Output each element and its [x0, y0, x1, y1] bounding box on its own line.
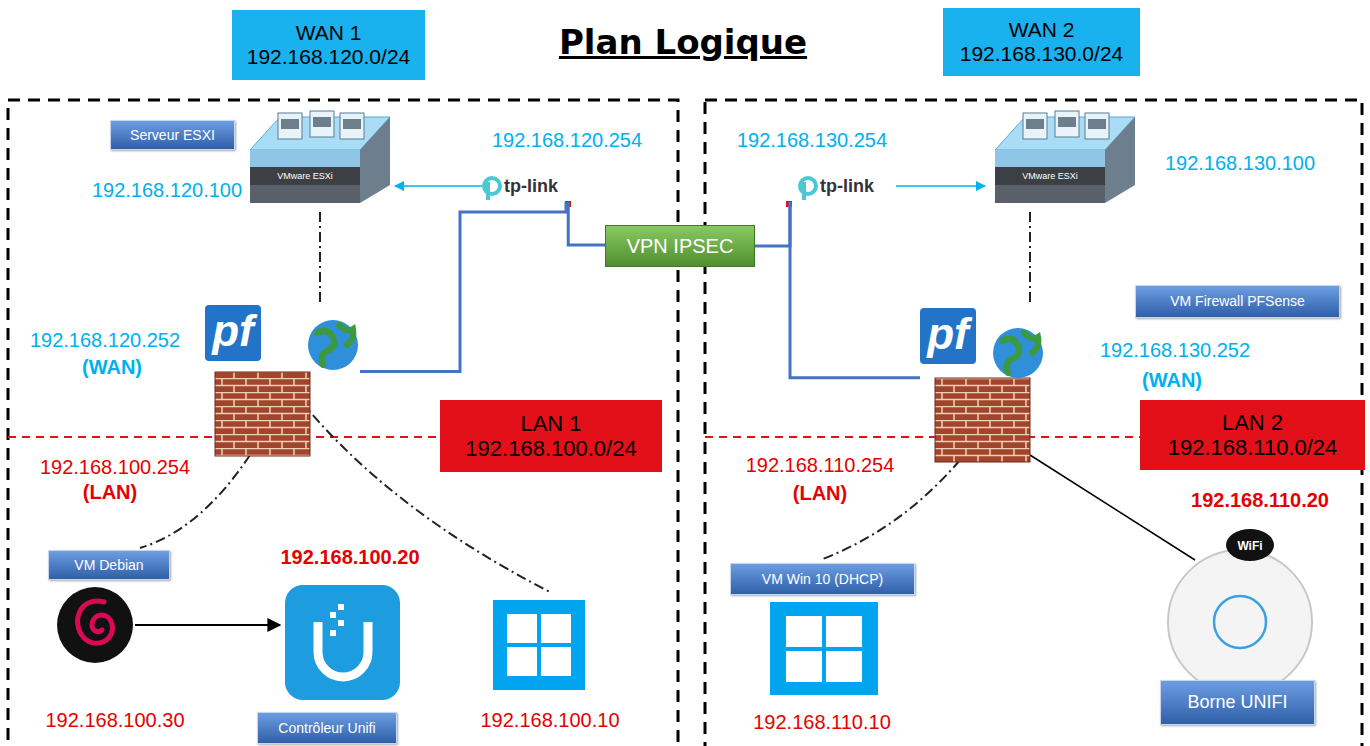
- ip-address: 192.168.100.10: [480, 709, 619, 731]
- ip-address: 192.168.110.20: [1191, 489, 1329, 511]
- unifi-controller-icon: [285, 585, 400, 700]
- node-text: VM Firewall PFSense: [1170, 293, 1305, 309]
- tag-box: VM Firewall PFSense: [1135, 285, 1340, 318]
- wan-box: WAN 1192.168.120.0/24: [232, 10, 425, 80]
- pfsense-firewall: pf: [205, 305, 360, 375]
- node-text: VMware ESXi: [250, 167, 360, 185]
- node-text: VM Debian: [74, 557, 143, 573]
- ap-cable: [1030, 455, 1195, 560]
- server-icon: [240, 105, 395, 210]
- label-anchor: 192.168.130.254: [737, 129, 887, 152]
- router-logo: tp-link: [786, 170, 896, 202]
- ip-address: 192.168.120.100: [92, 179, 242, 201]
- ip-address: 192.168.130.252: [1100, 339, 1250, 361]
- node-text: WAN 1: [296, 21, 362, 45]
- ip-address: 192.168.120.252: [30, 329, 180, 351]
- virtual-link: [140, 212, 1030, 592]
- label-anchor: (LAN): [83, 481, 137, 504]
- site-region: [705, 100, 1362, 746]
- node-text: tp-link: [504, 170, 558, 202]
- ip-address: 192.168.100.30: [45, 709, 184, 731]
- service-arrow: [135, 624, 280, 626]
- wan-box: WAN 2192.168.130.0/24: [943, 8, 1140, 76]
- esxi-server: VMware ESXi: [985, 105, 1140, 210]
- network-link: [755, 202, 790, 246]
- label-anchor: 192.168.100.254: [40, 456, 190, 479]
- network-link: [360, 202, 566, 372]
- lan-box: LAN 1192.168.100.0/24: [440, 400, 662, 472]
- node-text: LAN 2: [1222, 410, 1283, 435]
- label-anchor: (LAN): [793, 482, 847, 505]
- site-region: [8, 100, 678, 746]
- ip-address: 192.168.130.100: [1165, 152, 1315, 174]
- node-text: 192.168.120.0/24: [247, 45, 411, 69]
- server-icon: [985, 105, 1140, 210]
- network-link: [568, 202, 605, 245]
- tag-box: VM Win 10 (DHCP): [730, 563, 915, 595]
- ip-address: 192.168.130.254: [737, 129, 887, 151]
- label-anchor: 192.168.100.10: [480, 709, 619, 732]
- node-text: VMware ESXi: [995, 167, 1105, 185]
- esxi-server: VMware ESXi: [240, 105, 395, 210]
- router-logo: tp-link: [482, 170, 570, 202]
- label-anchor: 192.168.110.254: [746, 454, 895, 477]
- label-anchor: 192.168.100.30: [45, 709, 184, 732]
- ip-address: 192.168.110.254: [746, 454, 895, 476]
- node-text: LAN 1: [520, 411, 581, 436]
- node-text: Contrôleur Unifi: [278, 720, 375, 736]
- node-text: Serveur ESXI: [130, 127, 215, 143]
- node-text: 192.168.110.0/24: [1168, 435, 1338, 460]
- label-anchor: 192.168.130.100: [1165, 152, 1315, 175]
- tag-box: Serveur ESXI: [110, 120, 235, 150]
- page-title: Plan Logique: [559, 22, 807, 62]
- node-text: Borne UNIFI: [1187, 692, 1287, 713]
- label-anchor: 192.168.130.252: [1100, 339, 1250, 362]
- ip-address: 192.168.100.254: [40, 456, 190, 478]
- windows-logo: [770, 602, 878, 695]
- debian-logo: [57, 587, 133, 663]
- windows-logo: [493, 600, 585, 690]
- ip-address: 192.168.100.20: [280, 546, 419, 568]
- node-text: VPN IPSEC: [627, 235, 734, 258]
- node-text: WAN 2: [1009, 18, 1075, 42]
- ip-address: 192.168.120.254: [492, 129, 642, 151]
- zone-separator: [705, 436, 1140, 438]
- label-anchor: 192.168.120.100: [92, 179, 242, 202]
- node-text: VM Win 10 (DHCP): [762, 571, 883, 587]
- node-text: 192.168.130.0/24: [960, 42, 1124, 66]
- node-text: tp-link: [820, 170, 874, 202]
- label-anchor: (WAN): [82, 356, 142, 379]
- node-text: pf: [920, 308, 976, 364]
- label-anchor: WiFi: [1237, 536, 1262, 554]
- ip-address: (LAN): [83, 481, 137, 503]
- ip-address: (LAN): [793, 482, 847, 504]
- label-anchor: (WAN): [1142, 369, 1202, 392]
- label-anchor: 192.168.100.20: [280, 546, 419, 569]
- ip-address: (WAN): [1142, 369, 1202, 391]
- tag-box: Contrôleur Unifi: [257, 712, 397, 744]
- vpn-box: VPN IPSEC: [605, 225, 755, 267]
- network-link: [395, 185, 482, 187]
- ip-address: 192.168.110.10: [753, 711, 891, 733]
- node-text: 192.168.100.0/24: [465, 436, 636, 461]
- tag-box: VM Debian: [48, 550, 170, 580]
- label-anchor: 192.168.110.20: [1191, 489, 1329, 512]
- network-link: [790, 202, 920, 378]
- node-text: pf: [205, 305, 261, 361]
- logo-text: WiFi: [1237, 539, 1262, 553]
- label-anchor: 192.168.120.252: [30, 329, 180, 352]
- firewall-wall: [215, 372, 310, 456]
- ip-address: (WAN): [82, 356, 142, 378]
- label-anchor: 192.168.110.10: [753, 711, 891, 734]
- tag-box: Borne UNIFI: [1160, 680, 1315, 725]
- label-anchor: 192.168.120.254: [492, 129, 642, 152]
- lan-box: LAN 2192.168.110.0/24: [1140, 400, 1365, 470]
- network-link: [896, 185, 985, 187]
- pfsense-firewall: pf: [920, 308, 1045, 383]
- access-point-device: [1168, 529, 1312, 694]
- firewall-wall: [935, 378, 1030, 462]
